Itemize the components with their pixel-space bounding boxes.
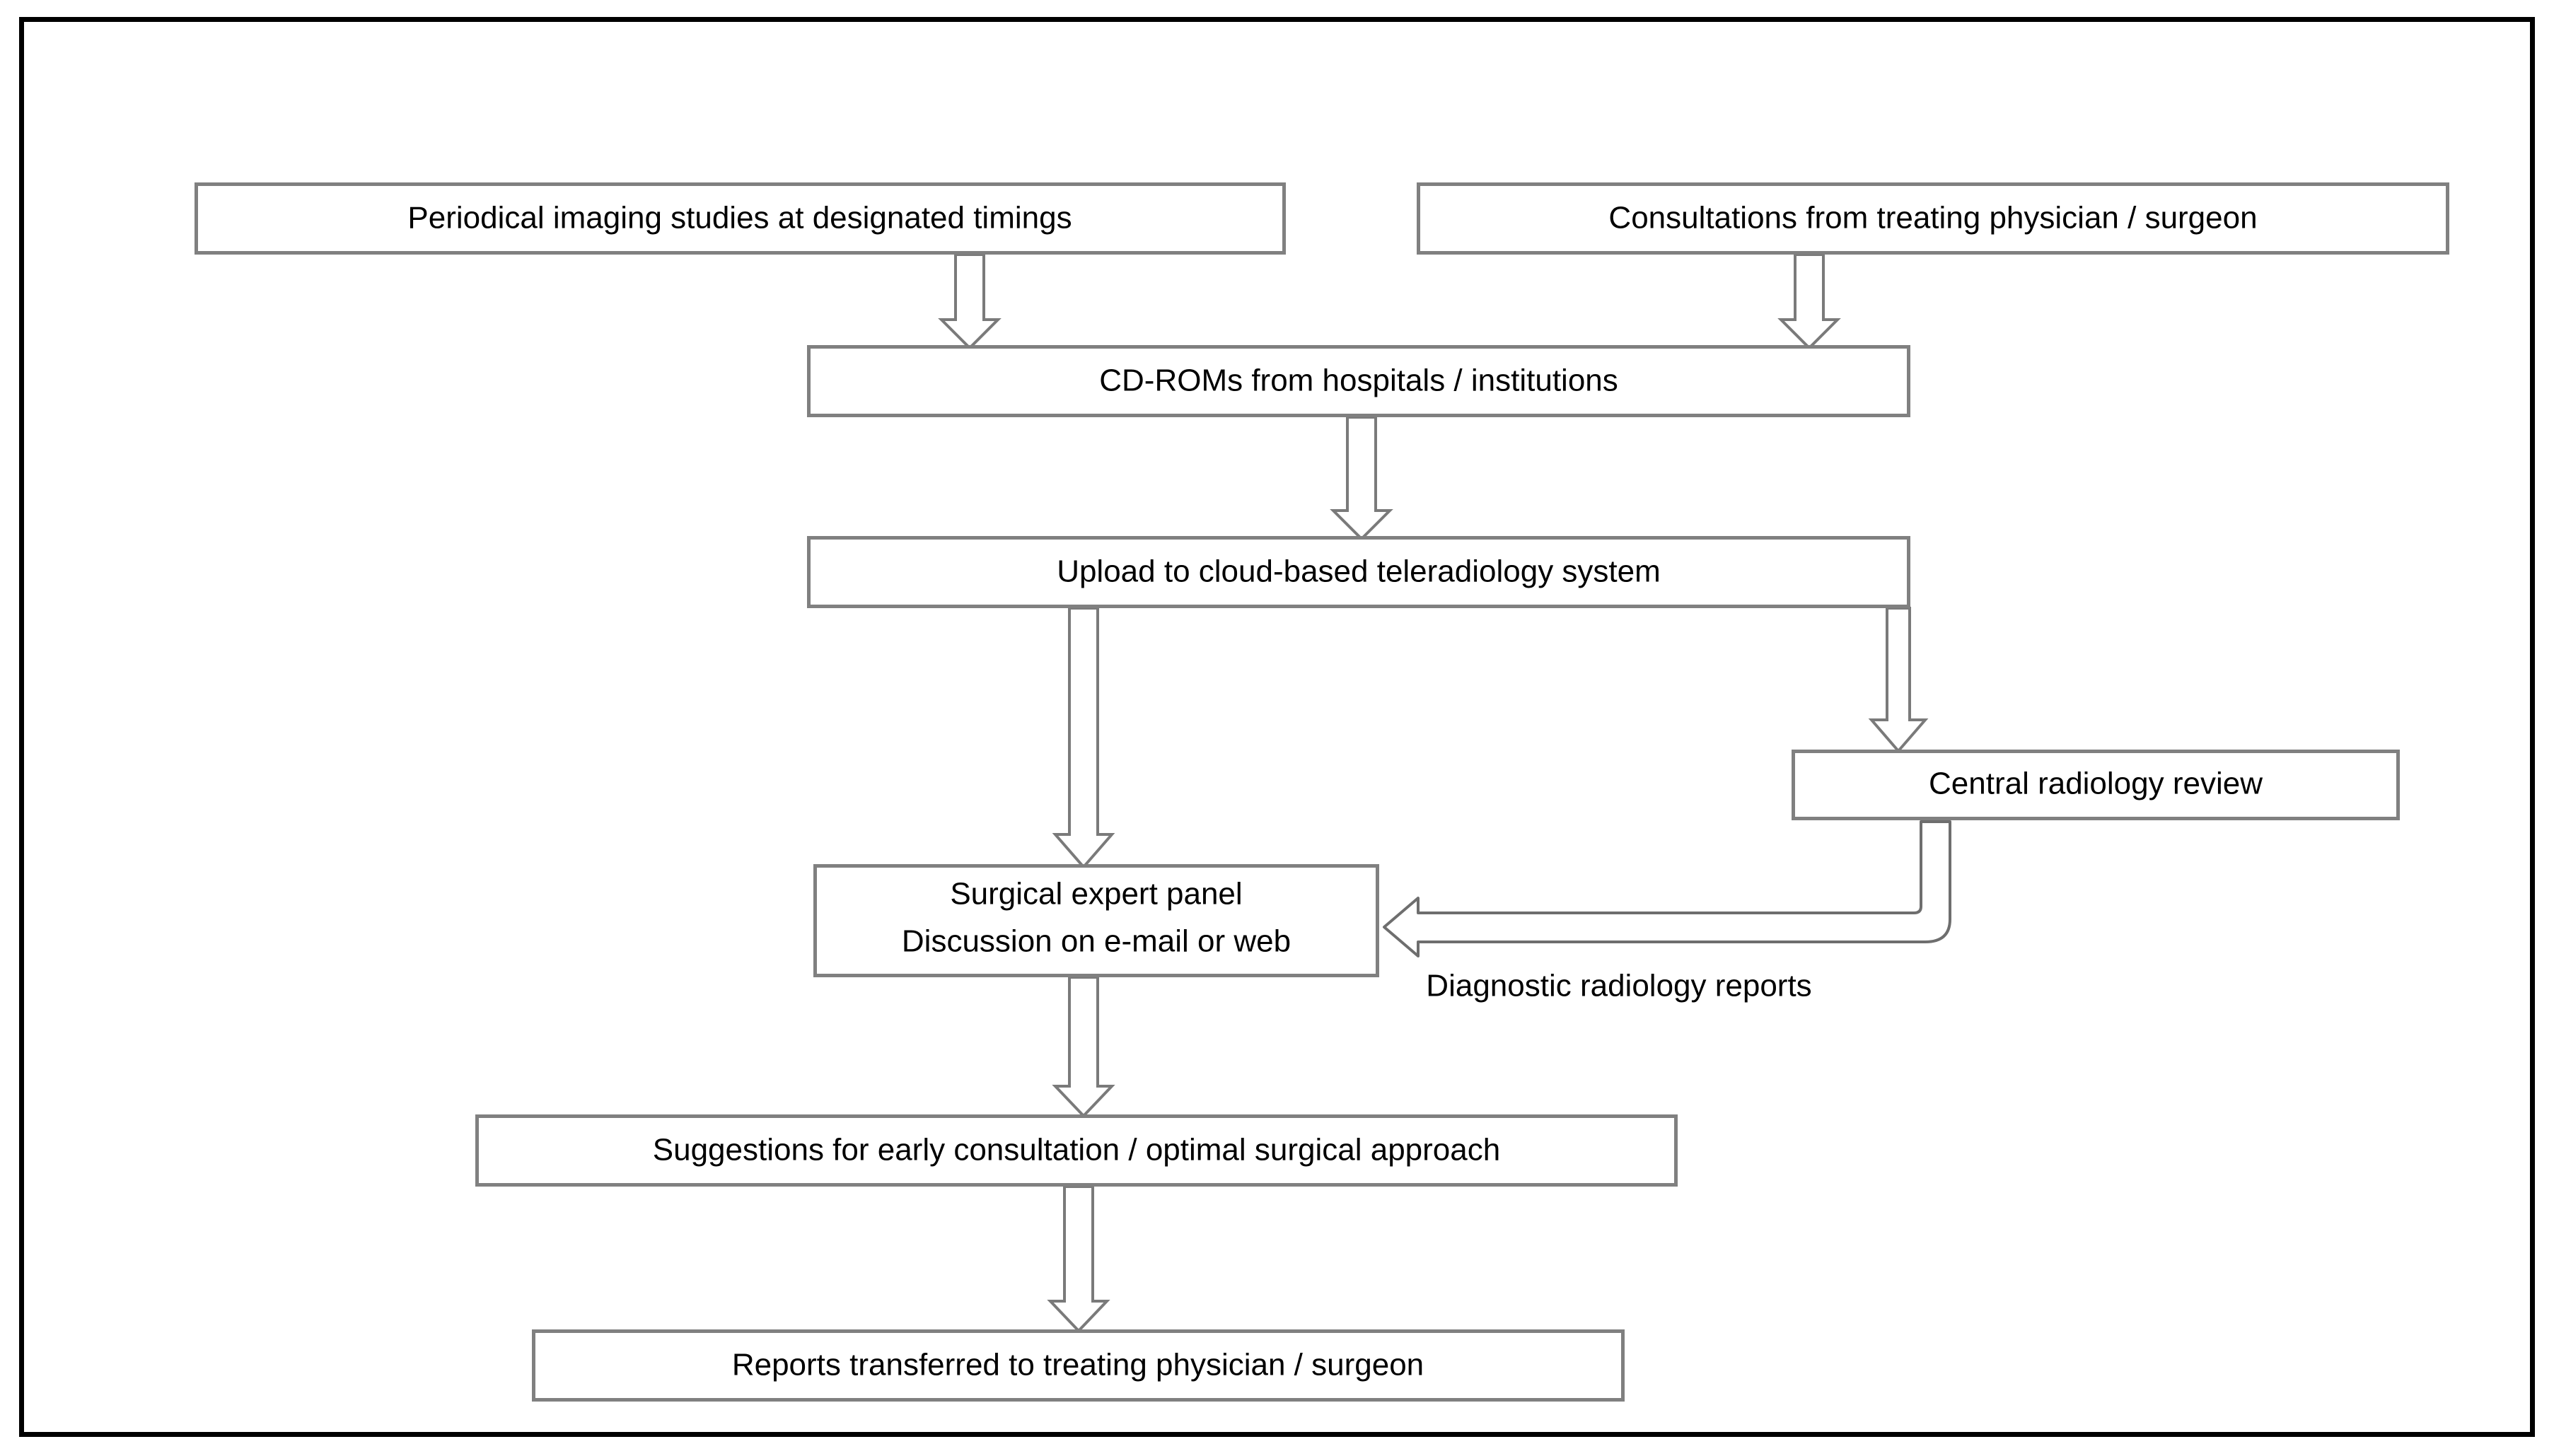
- arrow-upload-to-panel: [1052, 607, 1115, 870]
- node-consultations-box: [1417, 182, 2449, 255]
- arrow-cdroms-to-upload: [1330, 416, 1393, 541]
- arrow-suggestions-to-reports: [1047, 1185, 1110, 1333]
- node-consultations-label: Consultations from treating physician / …: [1608, 201, 2257, 235]
- arrow-periodical-to-cdroms: [938, 253, 1002, 350]
- node-surgical-expert-panel-label-line1: Surgical expert panel: [950, 877, 1242, 912]
- node-reports-label: Reports transferred to treating physicia…: [732, 1348, 1424, 1382]
- node-cdroms-label: CD-ROMs from hospitals / institutions: [1099, 363, 1618, 398]
- node-central-review-label: Central radiology review: [1929, 767, 2263, 801]
- node-periodical-imaging-label: Periodical imaging studies at designated…: [407, 201, 1072, 235]
- arrow-panel-to-suggestions: [1052, 976, 1115, 1118]
- node-periodical-imaging-box: [195, 182, 1286, 255]
- node-suggestions-label: Suggestions for early consultation / opt…: [653, 1133, 1500, 1167]
- node-suggestions[interactable]: Suggestions for early consultation / opt…: [475, 1114, 1678, 1187]
- node-central-review-box: [1792, 750, 2400, 820]
- node-surgical-expert-panel-label-line2: Discussion on e-mail or web: [902, 924, 1291, 959]
- node-suggestions-box: [475, 1114, 1678, 1187]
- edge-label-diagnostic-radiology-reports: Diagnostic radiology reports: [1426, 969, 1811, 1003]
- node-upload-label: Upload to cloud-based teleradiology syst…: [1057, 554, 1661, 589]
- node-reports[interactable]: Reports transferred to treating physicia…: [532, 1329, 1625, 1402]
- node-reports-box: [532, 1329, 1625, 1402]
- node-central-review[interactable]: Central radiology review: [1792, 750, 2400, 820]
- node-cdroms[interactable]: CD-ROMs from hospitals / institutions: [807, 345, 1910, 417]
- node-cdroms-box: [807, 345, 1910, 417]
- node-surgical-expert-panel[interactable]: Surgical expert panel Discussion on e-ma…: [813, 864, 1379, 977]
- node-upload-box: [807, 536, 1910, 608]
- node-consultations[interactable]: Consultations from treating physician / …: [1417, 182, 2449, 255]
- arrow-central-review-to-panel: [1383, 820, 1951, 957]
- figure-border: [19, 17, 2535, 1437]
- node-surgical-expert-panel-box: [813, 864, 1379, 977]
- arrow-upload-to-central-review: [1868, 607, 1929, 754]
- node-upload[interactable]: Upload to cloud-based teleradiology syst…: [807, 536, 1910, 608]
- arrow-consultations-to-cdroms: [1777, 253, 1841, 350]
- node-periodical-imaging[interactable]: Periodical imaging studies at designated…: [195, 182, 1286, 255]
